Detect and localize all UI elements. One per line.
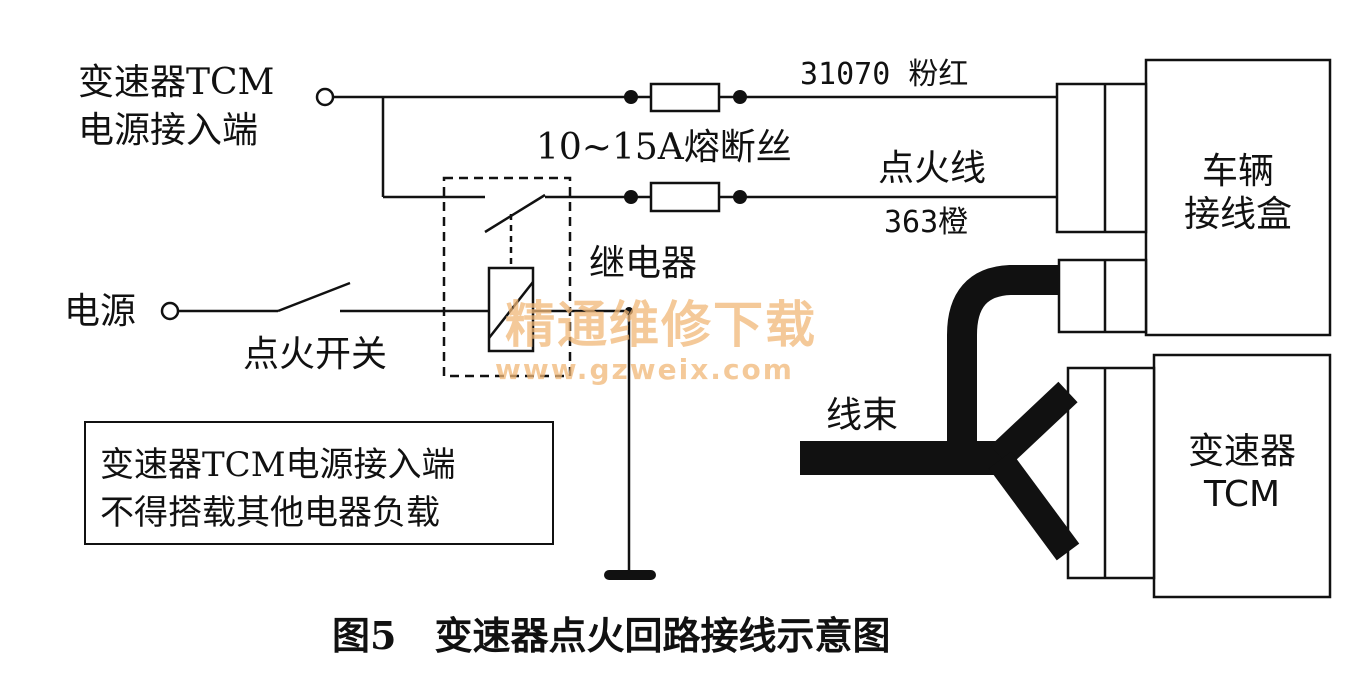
bottom-wire-label: 363橙: [884, 205, 969, 240]
junction-box: [1144, 58, 1332, 337]
warning-note-line-2: 不得搭载其他电器负载: [100, 493, 440, 533]
tcm-box-label-2: TCM: [1203, 474, 1281, 516]
tcm-power-terminal: [315, 87, 335, 107]
relay-coil-diagonal: [488, 281, 534, 339]
warning-note-line-1: 变速器TCM电源接入端: [100, 445, 456, 485]
warning-note-box: 变速器TCM电源接入端 不得搭载其他电器负载: [84, 421, 554, 545]
ground-symbol: [604, 570, 656, 580]
tcm-box-label: 变速器 TCM: [1154, 430, 1330, 516]
tcm-box-label-1: 变速器: [1187, 431, 1296, 472]
fuse-bottom: [649, 181, 721, 213]
fuse-top: [649, 82, 721, 113]
tcm-power-input-label-2: 电源接入端: [78, 110, 259, 151]
ignition-switch-label: 点火开关: [243, 334, 388, 375]
relay-label: 继电器: [589, 243, 698, 284]
figure-caption: 图5 变速器点火回路接线示意图: [332, 613, 891, 658]
tcm-power-input-label: 变速器TCM: [78, 62, 275, 103]
junction-box-label-2: 接线盒: [1183, 194, 1292, 236]
tcm-box: [1152, 353, 1332, 599]
junction-connector-lower: [1057, 258, 1148, 334]
power-terminal: [160, 301, 180, 321]
harness-label: 线束: [826, 395, 899, 436]
ignition-switch-arm: [277, 281, 351, 313]
junction-connector-upper: [1055, 82, 1148, 234]
watermark-url: www.gzweix.com: [495, 353, 794, 386]
relay-enclosure: [442, 176, 572, 378]
top-wire-label: 31070 粉红: [800, 57, 969, 92]
relay-contact-arm: [484, 193, 546, 234]
tcm-connector: [1066, 366, 1156, 580]
junction-box-label: 车辆 接线盒: [1146, 150, 1330, 236]
fuse-label: 10~15A熔断丝: [536, 127, 792, 168]
watermark-cn: 精通维修下载: [505, 295, 817, 354]
ignition-wire-label: 点火线: [878, 148, 987, 189]
power-label: 电源: [64, 291, 137, 332]
wiring-harness: [800, 265, 1080, 561]
junction-box-label-1: 车辆: [1201, 151, 1274, 192]
